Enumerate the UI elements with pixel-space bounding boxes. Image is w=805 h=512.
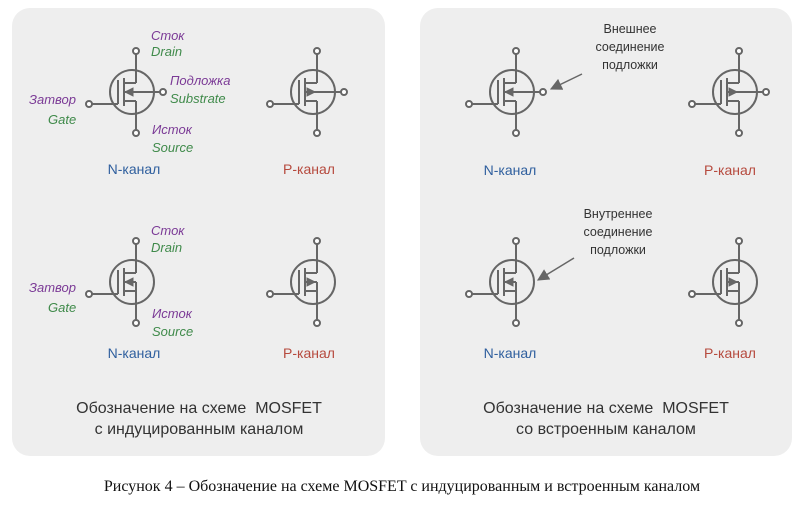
p-channel-label: P-канал (704, 345, 756, 361)
mosfet-n-induced-external (85, 47, 167, 137)
annotation-external-line1: Внешнее (603, 22, 656, 36)
source-en-label: Source (152, 324, 193, 339)
gate-terminal (465, 100, 473, 108)
annotation-internal-line2: соединение (584, 225, 653, 239)
arrow-external-substrate (549, 73, 583, 90)
substrate-arrow (503, 87, 514, 97)
substrate-arrow (123, 87, 134, 97)
figure-caption: Рисунок 4 – Обозначение на схеме MOSFET … (104, 478, 700, 495)
mosfet-n-builtin-internal (465, 237, 535, 327)
gate-terminal (266, 290, 274, 298)
source-terminal (735, 129, 743, 137)
substrate-arrow (728, 87, 739, 97)
panel-caption-line1: Обозначение на схеме MOSFET (76, 400, 322, 417)
panel-caption-line1: Обозначение на схеме MOSFET (483, 400, 729, 417)
gate-terminal (85, 290, 93, 298)
n-channel-label: N-канал (484, 162, 537, 178)
annotation-internal-line3: подложки (590, 243, 646, 257)
mosfet-p-builtin-internal (688, 237, 758, 327)
source-terminal (735, 319, 743, 327)
drain-ru-label: Сток (151, 28, 185, 43)
transistor-body (712, 259, 758, 305)
substrate-arrow (306, 87, 317, 97)
drain-terminal (132, 237, 140, 245)
source-terminal (313, 129, 321, 137)
p-channel-label: P-канал (283, 161, 335, 177)
drain-terminal (132, 47, 140, 55)
substrate-terminal (340, 88, 348, 96)
panel-caption-line2: со встроенным каналом (516, 421, 696, 438)
gate-terminal (688, 100, 696, 108)
gate-terminal (465, 290, 473, 298)
substrate-arrow (503, 277, 514, 287)
panel-built-in-channel (420, 8, 792, 456)
drain-terminal (313, 47, 321, 55)
mosfet-n-induced-internal (85, 237, 155, 327)
substrate-arrow (306, 277, 317, 287)
p-channel-label: P-канал (704, 162, 756, 178)
n-channel-label: N-канал (108, 345, 161, 361)
source-terminal (313, 319, 321, 327)
gate-ru-label: Затвор (29, 92, 76, 107)
gate-ru-label: Затвор (29, 280, 76, 295)
annotation-external-line2: соединение (596, 40, 665, 54)
panel-induced-channel (12, 8, 385, 456)
substrate-terminal (539, 88, 547, 96)
gate-terminal (688, 290, 696, 298)
substrate-ru-label: Подложка (170, 73, 230, 88)
gate-terminal (85, 100, 93, 108)
drain-ru-label: Сток (151, 223, 185, 238)
source-terminal (132, 129, 140, 137)
drain-terminal (313, 237, 321, 245)
source-ru-label: Исток (152, 306, 193, 321)
source-ru-label: Исток (152, 122, 193, 137)
source-terminal (132, 319, 140, 327)
mosfet-n-builtin-external (465, 47, 547, 137)
arrow-internal-substrate (536, 257, 575, 281)
drain-terminal (735, 47, 743, 55)
substrate-en-label: Substrate (170, 91, 226, 106)
transistor-body (489, 259, 535, 305)
drain-en-label: Drain (151, 44, 182, 59)
source-en-label: Source (152, 140, 193, 155)
annotation-external-line3: подложки (602, 58, 658, 72)
substrate-terminal (762, 88, 770, 96)
transistor-body (109, 259, 155, 305)
substrate-arrow (123, 277, 134, 287)
gate-en-label: Gate (48, 112, 76, 127)
gate-terminal (266, 100, 274, 108)
p-channel-label: P-канал (283, 345, 335, 361)
mosfet-p-induced-internal (266, 237, 336, 327)
annotation-internal-line1: Внутреннее (584, 207, 653, 221)
substrate-terminal (159, 88, 167, 96)
panel-caption-line2: с индуцированным каналом (95, 421, 304, 438)
source-terminal (512, 319, 520, 327)
gate-en-label: Gate (48, 300, 76, 315)
mosfet-p-induced-external (266, 47, 348, 137)
mosfet-p-builtin-external (688, 47, 770, 137)
n-channel-label: N-канал (484, 345, 537, 361)
drain-terminal (512, 237, 520, 245)
substrate-arrow (728, 277, 739, 287)
drain-terminal (735, 237, 743, 245)
source-terminal (512, 129, 520, 137)
drain-en-label: Drain (151, 240, 182, 255)
n-channel-label: N-канал (108, 161, 161, 177)
transistor-body (290, 259, 336, 305)
drain-terminal (512, 47, 520, 55)
